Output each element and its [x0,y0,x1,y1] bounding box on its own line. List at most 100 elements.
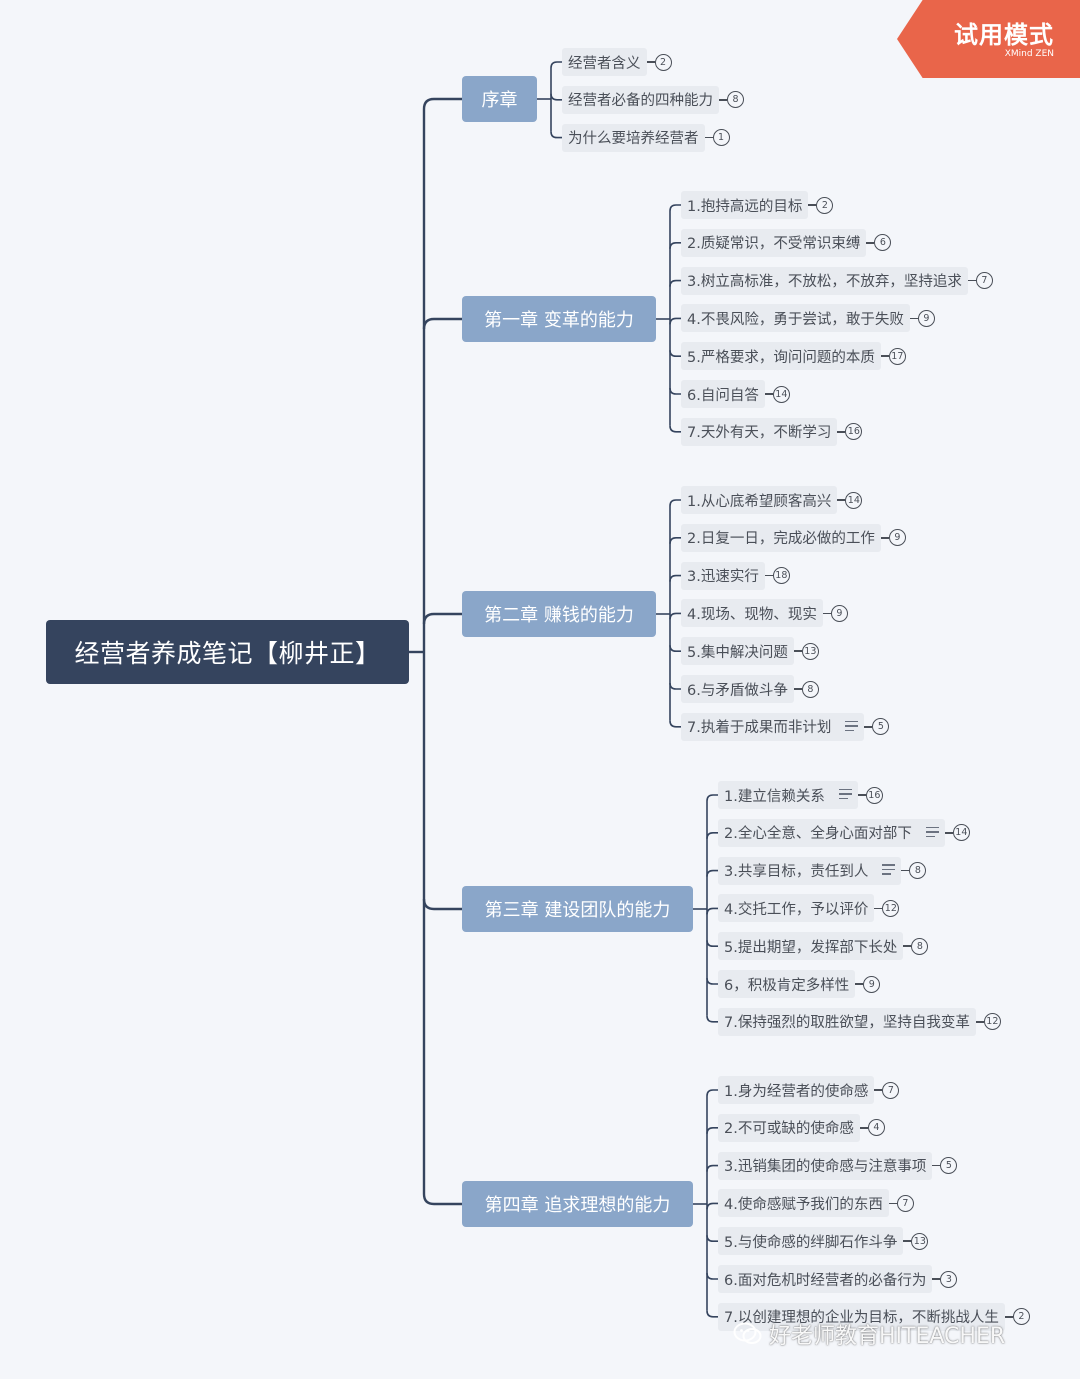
subtopic-count-badge[interactable]: 9 [830,604,848,622]
subtopic-count-badge[interactable]: 8 [911,937,929,955]
subtopic[interactable]: 2.质疑常识，不受常识束缚 [681,228,867,257]
subtopic-count-badge[interactable]: 9 [917,309,935,327]
note-icon[interactable] [882,861,896,878]
subtopic-count-badge[interactable]: 9 [863,975,881,993]
subtopic[interactable]: 1.抱持高远的目标 [681,191,809,219]
subtopic-count-badge[interactable]: 6 [874,234,892,252]
subtopic-label: 7.天外有天，不断学习 [687,425,832,442]
count-connector [975,1021,984,1023]
trial-mode-badge[interactable]: 试用模式 XMind ZEN [897,0,1080,78]
connector-line [706,1235,718,1242]
connector-line [422,898,462,911]
branch-label: 第一章 变革的能力 [484,310,634,331]
connector-line [422,97,462,110]
subtopic[interactable]: 6.面对危机时经营者的必备行为 [718,1265,933,1293]
subtopic-count-badge[interactable]: 18 [772,567,790,585]
subtopic-count-badge[interactable]: 2 [1012,1308,1030,1326]
subtopic[interactable]: 7.天外有天，不断学习 [681,417,838,446]
subtopic[interactable]: 6.与矛盾做斗争 [681,675,794,703]
subtopic[interactable]: 7.执着于成果而非计划 [681,712,865,741]
subtopic-count-badge[interactable]: 9 [888,529,906,547]
subtopic-label: 2.日复一日，完成必做的工作 [687,531,875,548]
branch-topic-prologue[interactable]: 序章 [462,76,537,122]
subtopic[interactable]: 4.使命感赋予我们的东西 [718,1189,889,1218]
subtopic[interactable]: 3.迅速实行 [681,561,765,590]
subtopic[interactable]: 1.从心底希望顾客高兴 [681,486,838,514]
subtopic[interactable]: 经营者必备的四种能力 [562,85,719,114]
subtopic[interactable]: 3.共享目标，责任到人 [718,856,902,885]
subtopic-count-badge[interactable]: 8 [909,862,927,880]
note-icon[interactable] [925,824,939,841]
connector-line [422,1193,462,1206]
subtopic-count-badge[interactable]: 16 [845,423,863,441]
subtopic[interactable]: 5.与使命感的绊脚石作斗争 [718,1227,904,1256]
subtopic[interactable]: 7.以创建理想的企业为目标，不断挑战人生 [718,1302,1005,1331]
branch-topic-chapter-3[interactable]: 第三章 建设团队的能力 [462,886,693,932]
subtopic-count-badge[interactable]: 5 [940,1157,958,1175]
count-connector [859,1127,868,1129]
subtopic-label: 6.面对危机时经营者的必备行为 [724,1272,927,1289]
subtopic[interactable]: 6，积极肯定多样性 [718,970,856,998]
subtopic-count-badge[interactable]: 17 [888,347,906,365]
subtopic[interactable]: 5.严格要求，询问问题的本质 [681,342,881,371]
subtopic[interactable]: 7.保持强烈的取胜欲望，坚持自我变革 [718,1007,976,1036]
subtopic-label: 1.建立信赖关系 [724,788,825,805]
subtopic[interactable]: 为什么要培养经营者 [562,123,705,152]
subtopic-label: 6，积极肯定多样性 [724,977,850,994]
note-icon[interactable] [838,786,852,803]
subtopic-count-badge[interactable]: 7 [975,272,993,290]
subtopic-label: 4.使命感赋予我们的东西 [724,1196,883,1213]
subtopic[interactable]: 6.自问自答 [681,380,765,408]
subtopic-count-badge[interactable]: 3 [940,1270,958,1288]
subtopic-count-badge[interactable]: 13 [801,642,819,660]
subtopic[interactable]: 1.建立信赖关系 [718,781,858,809]
subtopic[interactable]: 2.全心全意、全身心面对部下 [718,818,945,847]
connector-line [422,612,462,625]
subtopic-count-badge[interactable]: 14 [952,824,970,842]
subtopic-count-badge[interactable]: 5 [872,718,890,736]
subtopic-count-badge[interactable]: 14 [772,385,790,403]
subtopic[interactable]: 4.不畏风险，勇于尝试，敢于失败 [681,304,910,333]
subtopic-count-badge[interactable]: 4 [867,1119,885,1137]
connector-line [669,682,681,690]
subtopic[interactable]: 5.集中解决问题 [681,637,794,666]
subtopic-count-badge[interactable]: 1 [712,129,730,147]
note-icon[interactable] [845,718,859,735]
branch-topic-chapter-4[interactable]: 第四章 追求理想的能力 [462,1181,693,1227]
subtopic[interactable]: 经营者含义 [562,48,647,76]
subtopic-count-badge[interactable]: 16 [865,786,883,804]
subtopic-label: 6.与矛盾做斗争 [687,682,788,699]
subtopic-count-badge[interactable]: 7 [896,1194,914,1212]
connector-line [550,93,562,101]
subtopic-count-badge[interactable]: 2 [654,53,672,71]
subtopic[interactable]: 2.日复一日，完成必做的工作 [681,523,881,552]
subtopic-count-badge[interactable]: 12 [983,1013,1001,1031]
subtopic-count-badge[interactable]: 7 [882,1081,900,1099]
subtopic[interactable]: 3.迅销集团的使命感与注意事项 [718,1151,933,1180]
branch-topic-chapter-2[interactable]: 第二章 赚钱的能力 [462,591,656,637]
subtopic-label: 4.不畏风险，勇于尝试，敢于失败 [687,311,904,328]
subtopic-count-badge[interactable]: 8 [727,91,744,109]
root-topic[interactable]: 经营者养成笔记【柳井正】 [46,620,409,684]
subtopic[interactable]: 1.身为经营者的使命感 [718,1076,875,1104]
branch-label: 第三章 建设团队的能力 [484,900,671,921]
subtopic-label: 7.以创建理想的企业为目标，不断挑战人生 [724,1310,999,1327]
branch-topic-chapter-1[interactable]: 第一章 变革的能力 [462,296,656,342]
subtopic-count-badge[interactable]: 8 [801,680,819,698]
subtopic[interactable]: 5.提出期望，发挥部下长处 [718,932,904,961]
subtopic-label: 3.树立高标准，不放松，不放弃，坚持追求 [687,274,962,291]
subtopic[interactable]: 4.现场、现物、现实 [681,599,823,628]
subtopic-label: 7.执着于成果而非计划 [687,720,832,737]
subtopic-count-badge[interactable]: 2 [816,196,834,214]
connector-line [706,794,718,802]
subtopic[interactable]: 4.交托工作，予以评价 [718,894,875,923]
subtopic-count-badge[interactable]: 14 [845,491,863,509]
count-connector [903,1240,912,1242]
count-connector [944,832,953,834]
subtopic-count-badge[interactable]: 13 [911,1232,929,1250]
subtopic[interactable]: 3.树立高标准，不放松，不放弃，坚持追求 [681,266,968,295]
connector-line [706,869,718,877]
count-connector [719,99,727,101]
subtopic[interactable]: 2.不可或缺的使命感 [718,1113,860,1142]
subtopic-count-badge[interactable]: 12 [882,899,900,917]
